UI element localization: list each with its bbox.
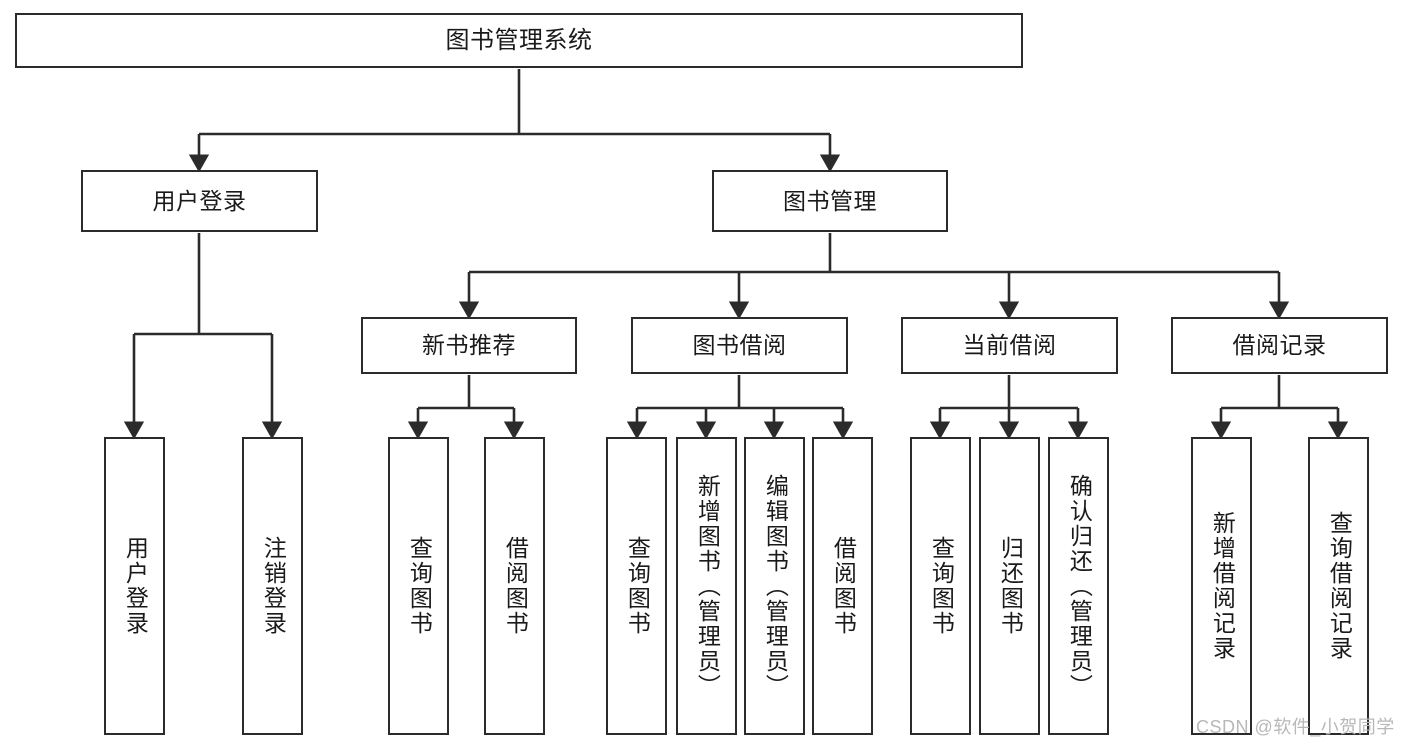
node-new-book-recommend[interactable]: 新书推荐 [361, 317, 577, 374]
node-label: 借阅记录 [1232, 332, 1327, 359]
node-label: 注销登录 [260, 536, 287, 636]
node-label: 查询图书 [928, 536, 955, 636]
leaf-book-borrow-query[interactable]: 查询图书 [606, 437, 667, 735]
node-label: 用户登录 [122, 536, 149, 636]
leaf-new-book-query[interactable]: 查询图书 [388, 437, 449, 735]
node-label: 查询图书 [406, 536, 433, 636]
node-label: 查询图书 [624, 536, 651, 636]
leaf-user-login-login[interactable]: 用户登录 [104, 437, 165, 735]
node-label: 用户登录 [152, 187, 247, 214]
node-label: 图书管理 [783, 187, 877, 214]
node-label: 新增图书（管理员） [694, 473, 721, 699]
leaf-current-borrow-return[interactable]: 归还图书 [979, 437, 1040, 735]
leaf-user-login-logout[interactable]: 注销登录 [242, 437, 303, 735]
node-book-borrow[interactable]: 图书借阅 [631, 317, 848, 374]
node-label: 新增借阅记录 [1209, 511, 1236, 661]
leaf-book-borrow-edit[interactable]: 编辑图书（管理员） [744, 437, 805, 735]
node-label: 编辑图书（管理员） [762, 473, 789, 699]
leaf-current-borrow-confirm-return[interactable]: 确认归还（管理员） [1048, 437, 1109, 735]
leaf-borrow-record-query[interactable]: 查询借阅记录 [1308, 437, 1369, 735]
node-label: 新书推荐 [422, 332, 516, 359]
node-book-management[interactable]: 图书管理 [712, 170, 948, 232]
node-borrow-record[interactable]: 借阅记录 [1171, 317, 1388, 374]
leaf-current-borrow-query[interactable]: 查询图书 [910, 437, 971, 735]
node-root-library-system[interactable]: 图书管理系统 [15, 13, 1023, 68]
node-label: 当前借阅 [962, 332, 1057, 359]
node-current-borrow[interactable]: 当前借阅 [901, 317, 1118, 374]
watermark-text: CSDN @软件_小贺同学 [1196, 717, 1395, 737]
node-user-login[interactable]: 用户登录 [81, 170, 318, 232]
leaf-book-borrow-add[interactable]: 新增图书（管理员） [676, 437, 737, 735]
node-label: 图书管理系统 [445, 26, 593, 54]
leaf-book-borrow-borrow[interactable]: 借阅图书 [812, 437, 873, 735]
node-label: 图书借阅 [692, 332, 787, 359]
leaf-borrow-record-add[interactable]: 新增借阅记录 [1191, 437, 1252, 735]
node-label: 借阅图书 [502, 536, 529, 636]
node-label: 查询借阅记录 [1326, 511, 1353, 661]
node-label: 确认归还（管理员） [1066, 473, 1093, 699]
node-label: 归还图书 [997, 536, 1024, 636]
node-label: 借阅图书 [830, 536, 857, 636]
leaf-new-book-borrow[interactable]: 借阅图书 [484, 437, 545, 735]
